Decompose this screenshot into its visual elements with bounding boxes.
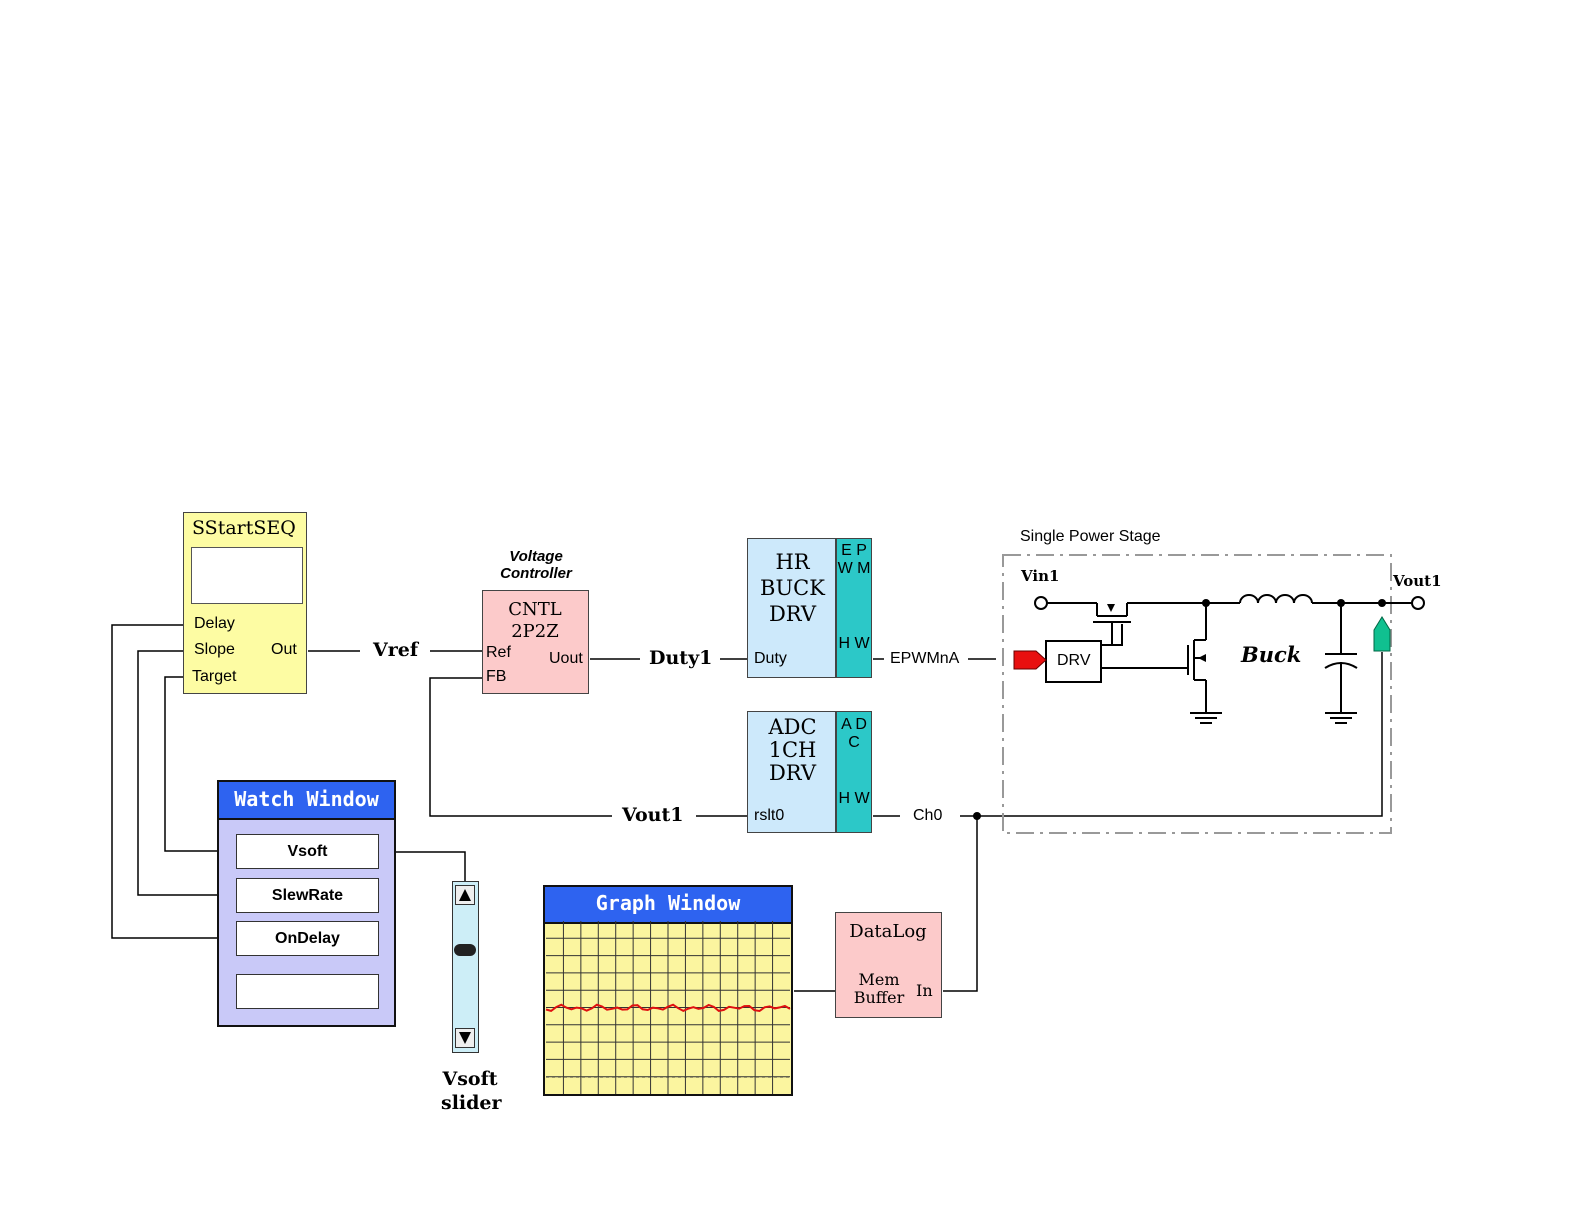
- adc-driver-title: ADC 1CH DRV: [748, 716, 837, 785]
- signal-ch0: Ch0: [913, 807, 942, 825]
- watch-field-vsoft[interactable]: Vsoft: [236, 834, 379, 869]
- power-stage-title: Single Power Stage: [1020, 528, 1161, 546]
- graph-window-title: Graph Window: [545, 887, 791, 924]
- controller-block: CNTL 2P2Z Ref FB Uout: [482, 590, 589, 694]
- vin-label: Vin1: [1021, 567, 1059, 585]
- slider-label: Vsoft slider: [441, 1067, 499, 1115]
- signal-epwm: EPWMnA: [890, 650, 959, 668]
- vout-label: Vout1: [1393, 572, 1442, 590]
- datalog-block: DataLog Mem Buffer In: [835, 912, 942, 1018]
- port-out: Out: [271, 641, 297, 659]
- slider-thumb[interactable]: [454, 944, 476, 956]
- triangle-down-icon: [456, 1029, 474, 1047]
- epwm-hw-top: E P W M: [837, 542, 871, 578]
- buck-driver-block: HR BUCK DRV Duty: [747, 538, 836, 678]
- adc-driver-block: ADC 1CH DRV rslt0: [747, 711, 836, 833]
- watch-field-ondelay[interactable]: OnDelay: [236, 921, 379, 956]
- datalog-in: In: [916, 981, 933, 1000]
- watch-window: Watch Window Vsoft SlewRate OnDelay: [217, 780, 396, 1027]
- buck-label: Buck: [1241, 642, 1301, 667]
- datalog-mem: Mem Buffer: [844, 971, 914, 1007]
- port-rslt0: rslt0: [754, 807, 784, 825]
- epwm-hw-bottom: H W: [837, 635, 871, 653]
- wire-fb-loop: [430, 678, 612, 816]
- vsoft-slider[interactable]: [452, 881, 479, 1053]
- graph-window: Graph Window: [543, 885, 793, 1096]
- pwm-marker: [1014, 651, 1046, 669]
- soft-start-preview: [191, 547, 303, 604]
- triangle-up-icon: [456, 886, 474, 904]
- signal-vref: Vref: [373, 639, 418, 661]
- adc-marker: [1374, 617, 1390, 651]
- wire-vout-sense: [960, 652, 1382, 816]
- watch-field-slewrate[interactable]: SlewRate: [236, 878, 379, 913]
- signal-vout1-feedback: Vout1: [622, 804, 683, 826]
- controller-title: CNTL 2P2Z: [483, 599, 587, 643]
- vin-terminal: [1035, 597, 1047, 609]
- soft-start-block: SStartSEQ Delay Slope Target Out: [183, 512, 307, 694]
- watch-field-empty[interactable]: [236, 974, 379, 1009]
- drv-label: DRV: [1057, 652, 1091, 670]
- power-stage-boundary: [1003, 555, 1391, 833]
- adc-hw-bottom: H W: [837, 790, 871, 808]
- soft-start-title: SStartSEQ: [192, 517, 296, 539]
- port-uout: Uout: [549, 650, 583, 668]
- datalog-title: DataLog: [836, 921, 940, 942]
- port-slope: Slope: [194, 641, 235, 659]
- adc-hw-top: A D C: [837, 716, 871, 752]
- port-target: Target: [192, 668, 236, 686]
- slider-down-button[interactable]: [455, 1028, 475, 1048]
- slider-up-button[interactable]: [455, 885, 475, 905]
- port-ref: Ref: [486, 644, 511, 662]
- watch-window-title: Watch Window: [219, 782, 394, 820]
- port-fb: FB: [486, 668, 506, 686]
- port-duty: Duty: [754, 650, 787, 668]
- epwm-hw-block: E P W M H W: [836, 538, 872, 678]
- junction-ch0: [973, 812, 981, 820]
- adc-hw-block: A D C H W: [836, 711, 872, 833]
- voltage-controller-caption: Voltage Controller: [484, 548, 588, 582]
- vout-terminal: [1412, 597, 1424, 609]
- signal-duty1: Duty1: [649, 647, 712, 669]
- wire-to-datalog: [943, 816, 977, 991]
- port-delay: Delay: [194, 615, 235, 633]
- buck-driver-title: HR BUCK DRV: [748, 549, 837, 627]
